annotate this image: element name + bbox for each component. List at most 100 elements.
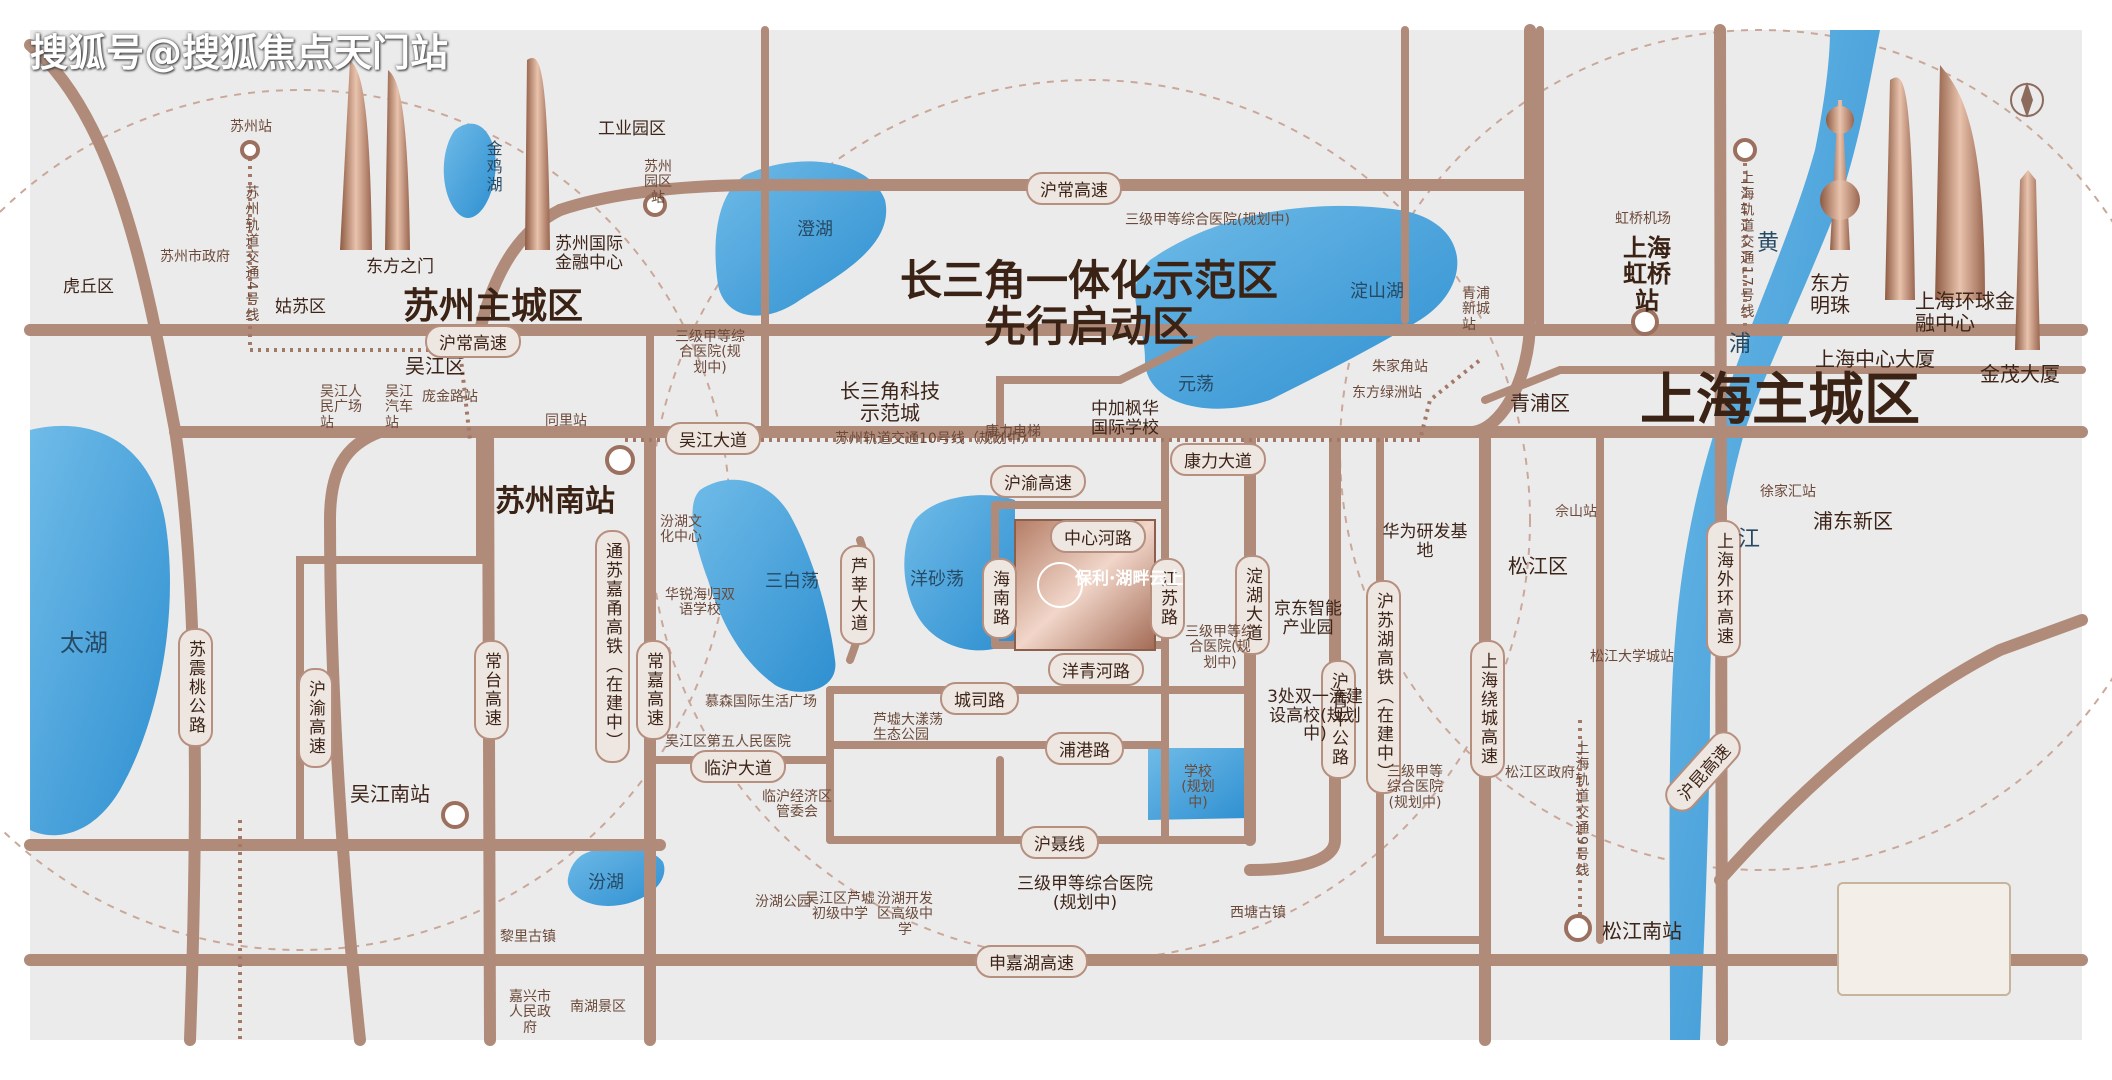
metro-line9-label: 上海轨道交通9号线	[1573, 740, 1590, 879]
road-label-hunie: 沪聂线	[1020, 826, 1099, 859]
station-suzhou-south	[605, 445, 635, 475]
station-line17	[1733, 138, 1757, 162]
road-label-waihuan: 上海外环高速	[1706, 520, 1741, 658]
road-label-raocheng: 上海绕城高速	[1470, 640, 1505, 778]
tower-dongfangzhimen-left	[340, 60, 372, 250]
sanbai-lake	[692, 479, 836, 692]
landmark-musen: 慕森国际生活广场	[705, 694, 817, 710]
compass-icon	[2010, 82, 2044, 118]
landmark-wujiang-hosp: 吴江区第五人民医院	[665, 734, 791, 750]
lake-yangsha-label: 洋砂荡	[910, 569, 964, 590]
landmark-huarui: 华锐海归双语学校	[665, 587, 735, 619]
landmark-luxu-park: 芦墟大漾荡生态公园	[873, 712, 943, 744]
secondary-roads	[296, 26, 2086, 944]
landmark-qingpu-newtown: 青浦新城站	[1462, 286, 1490, 333]
road-label-changtai: 常台高速	[474, 640, 509, 740]
lake-taihu-label: 太湖	[60, 629, 108, 657]
jinji-lake	[443, 123, 496, 218]
landmark-huawei: 华为研发基地	[1382, 522, 1468, 561]
station-sheshan-label: 佘山站	[1555, 504, 1597, 520]
chenghu-lake	[715, 161, 887, 316]
road-kangli-link	[996, 326, 1224, 436]
project-name: 保利·湖畔云上	[1075, 569, 1184, 589]
delta-zone-line1: 长三角一体化示范区	[900, 256, 1279, 305]
road-label-suhu-rail: 沪苏湖高铁（在建中）	[1366, 580, 1401, 794]
landmark-luxu-school: 吴江区芦墟初级中学	[805, 891, 875, 923]
tower-suzhou-ifc	[525, 58, 550, 250]
shanghai-main-label: 上海主城区	[1640, 368, 1920, 433]
landmark-jiaxing-gov: 嘉兴市人民政府	[509, 989, 551, 1036]
landmark-school-plan: 学校(规划中)	[1181, 764, 1215, 811]
landmark-liyuan: 黎里古镇	[500, 929, 556, 945]
highways	[24, 24, 2088, 1046]
tower-oriental-pearl-ball	[1826, 106, 1854, 134]
lake-fenhu-label: 汾湖	[588, 872, 624, 893]
delta-zone-line2: 先行启动区	[984, 302, 1195, 352]
landmark-wujiang-bus: 吴江汽车站	[385, 384, 413, 431]
lake-chenghu-label: 澄湖	[797, 219, 833, 240]
project-logo-ring	[1037, 562, 1083, 608]
landmark-zhongjia: 中加枫华国际学校	[1091, 399, 1159, 438]
lake-yuandang-label: 元荡	[1178, 374, 1214, 395]
lake-sanbai-label: 三白荡	[765, 571, 819, 592]
district-huqiu: 虎丘区	[63, 277, 114, 297]
tower-swfc	[1885, 77, 1915, 300]
road-label-huchang-left: 沪常高速	[425, 325, 521, 358]
station-suzhou-south-label: 苏州南站	[495, 484, 615, 519]
landmark-oriental-pearl: 东方明珠	[1810, 271, 1850, 317]
road-huchang-top	[554, 179, 1536, 216]
landmark-fenhu-culture: 汾湖文化中心	[660, 514, 702, 546]
tower-dongfangzhimen-right	[385, 70, 410, 250]
landmark-hospital-right: 三级甲等综合医院(规划中)	[1387, 764, 1443, 811]
dianshan-lake	[1135, 205, 1458, 409]
metro-line4	[248, 150, 472, 441]
station-suzhou-park	[643, 193, 667, 217]
road-xujiahui	[1481, 366, 2086, 404]
road-label-sudong: 苏震桃公路	[178, 628, 213, 747]
landmark-dongfangzhimen: 东方之门	[366, 257, 434, 277]
landmark-wujiang-people: 吴江人民广场站	[320, 384, 362, 431]
landmark-swfc: 上海环球金融中心	[1915, 289, 2015, 335]
station-suzhou-park-label: 苏州园区站	[644, 159, 672, 206]
station-wujiang-south	[441, 801, 469, 829]
landmark-songjiang-gov: 松江区政府	[1505, 765, 1575, 781]
road-hukun	[1714, 614, 2088, 886]
watermark-text: 搜狐号@搜狐焦点天门站	[30, 31, 449, 75]
station-wujiang-south-label: 吴江南站	[350, 782, 430, 806]
delta-zone-title: 长三角一体化示范区 先行启动区	[900, 256, 1279, 352]
road-label-dianhu: 淀湖大道	[1235, 555, 1270, 655]
road-label-tongsu-rail: 通苏嘉甬高铁（在建中）	[595, 530, 630, 763]
station-suzhou-label: 苏州站	[230, 119, 272, 135]
road-label-changjia: 常嘉高速	[636, 640, 671, 740]
taihu-lake	[30, 425, 170, 836]
landmark-tech-city: 长三角科技示范城	[840, 379, 940, 425]
landmark-jingdong: 京东智能产业园	[1274, 599, 1342, 638]
suzhou-gov-label: 苏州市政府	[160, 249, 230, 265]
road-label-chengsi: 城司路	[940, 682, 1019, 715]
station-songjiang-univ-label: 松江大学城站	[1590, 649, 1674, 665]
landmark-xitang: 西塘古镇	[1230, 905, 1286, 921]
road-label-haiyuan: 海南路	[982, 558, 1017, 639]
tower-shanghai-center	[1935, 65, 1985, 300]
landmark-suzhou-ifc: 苏州国际金融中心	[555, 234, 623, 273]
road-label-huyu: 沪渝高速	[990, 465, 1086, 498]
landmark-zhujiajiao: 朱家角站	[1372, 359, 1428, 375]
landmark-kangli-elev: 康力电梯	[985, 424, 1041, 440]
road-sudong-outer	[24, 39, 201, 1046]
district-pudong: 浦东新区	[1813, 509, 1893, 533]
road-label-yangqing: 洋青河路	[1048, 653, 1144, 686]
legend-card[interactable]	[1837, 882, 2011, 996]
station-suzhou	[240, 140, 260, 160]
landmark-linhu-econ: 临沪经济区管委会	[762, 789, 832, 821]
school-pond	[1148, 748, 1250, 820]
lake-dianshan-label: 淀山湖	[1350, 281, 1404, 302]
landmark-towers	[340, 58, 2040, 350]
landmark-hongqiao-airport: 虹桥机场	[1615, 211, 1671, 227]
river-huangpu-1: 黄	[1757, 231, 1780, 256]
rail-lines	[238, 150, 1747, 1040]
district-wujiang: 吴江区	[405, 354, 465, 378]
road-label-linhu: 临沪大道	[690, 750, 786, 783]
river-huangpu-3: 江	[1738, 527, 1761, 552]
landmark-fenhu-park: 汾湖公园	[755, 894, 811, 910]
